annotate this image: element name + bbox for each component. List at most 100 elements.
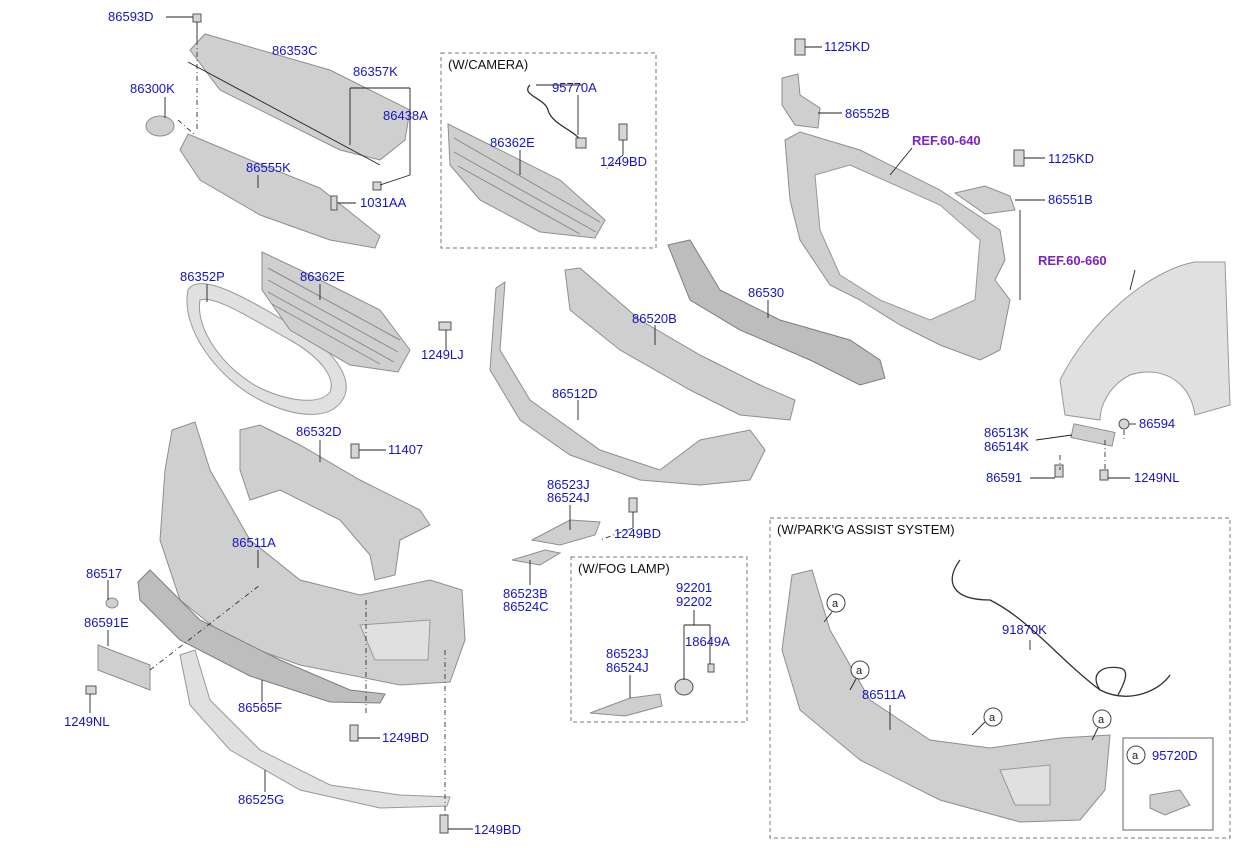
fog-lamp-part <box>674 678 694 696</box>
part-label-1249BD-lower[interactable]: 1249BD <box>382 730 429 745</box>
front-fender-part <box>1059 261 1231 421</box>
part-label-86525G[interactable]: 86525G <box>238 792 284 807</box>
part-label-86523J-a[interactable]: 86523J <box>547 477 590 492</box>
part-label-86512D[interactable]: 86512D <box>552 386 598 401</box>
part-label-1125KD-top[interactable]: 1125KD <box>824 39 870 54</box>
part-label-86593D[interactable]: 86593D <box>108 9 154 24</box>
part-label-86551B[interactable]: 86551B <box>1048 192 1093 207</box>
part-label-92202[interactable]: 92202 <box>676 594 712 609</box>
part-label-1125KD-mid[interactable]: 1125KD <box>1048 151 1094 166</box>
part-label-1031AA[interactable]: 1031AA <box>360 195 407 210</box>
part-label-95770A[interactable]: 95770A <box>552 80 597 95</box>
marker-a-2 <box>850 660 870 680</box>
part-label-1249BD-bottom[interactable]: 1249BD <box>474 822 521 837</box>
marker-a-3 <box>983 707 1003 727</box>
marker-a-4 <box>1092 709 1112 729</box>
assembly-lines <box>177 40 1125 815</box>
part-label-1249NL-right[interactable]: 1249NL <box>1134 470 1180 485</box>
part-label-86362E-camera[interactable]: 86362E <box>490 135 535 150</box>
fog-lamp-caption: (W/FOG LAMP) <box>578 561 670 576</box>
lower-lip-part <box>137 569 386 704</box>
part-label-86513K[interactable]: 86513K <box>984 425 1029 440</box>
part-label-92201[interactable]: 92201 <box>676 580 712 595</box>
park-assist-wiring <box>951 559 1171 697</box>
part-label-86357K[interactable]: 86357K <box>353 64 398 79</box>
park-sensor-part <box>1149 789 1191 816</box>
part-label-1249NL-left[interactable]: 1249NL <box>64 714 110 729</box>
part-label-86530[interactable]: 86530 <box>748 285 784 300</box>
grille-strip-part <box>179 133 381 249</box>
part-label-86523B[interactable]: 86523B <box>503 586 548 601</box>
emblem-part <box>145 115 175 137</box>
camera-box <box>440 52 657 249</box>
license-bracket-part <box>97 644 151 691</box>
part-label-86362E-main[interactable]: 86362E <box>300 269 345 284</box>
part-label-1249LJ[interactable]: 1249LJ <box>421 347 464 362</box>
part-label-86591E[interactable]: 86591E <box>84 615 129 630</box>
part-label-86511A-park[interactable]: 86511A <box>862 687 906 702</box>
marker-a-3-text: a <box>989 712 996 724</box>
park-assist-bumper-part <box>781 569 1111 823</box>
part-label-86565F[interactable]: 86565F <box>238 700 282 715</box>
part-label-86523J-b[interactable]: 86523J <box>606 646 649 661</box>
leader-lines <box>89 16 1136 830</box>
part-label-86511A-main[interactable]: 86511A <box>232 535 276 550</box>
part-label-86591[interactable]: 86591 <box>986 470 1022 485</box>
marker-a-1-text: a <box>832 598 839 610</box>
part-label-86552B[interactable]: 86552B <box>845 106 890 121</box>
tow-cap-part <box>105 597 119 609</box>
bumper-beam-part <box>667 239 886 386</box>
marker-a-4-text: a <box>1098 714 1105 726</box>
part-label-1249BD-mid[interactable]: 1249BD <box>614 526 661 541</box>
sensor-position-markers: a a a a a <box>823 593 1146 765</box>
bolt-icons <box>85 13 1109 834</box>
clip-86594 <box>1118 418 1130 430</box>
part-label-18649A[interactable]: 18649A <box>685 634 730 649</box>
carrier-bracket-upper-part <box>781 73 821 129</box>
part-label-91870K[interactable]: 91870K <box>1002 622 1047 637</box>
side-cover-lower-part <box>511 549 562 566</box>
part-label-86524J-a[interactable]: 86524J <box>547 490 590 505</box>
part-label-86353C[interactable]: 86353C <box>272 43 318 58</box>
marker-a-1 <box>826 593 846 613</box>
side-cover-upper-part <box>530 519 601 546</box>
sensor-box <box>1122 737 1214 831</box>
part-label-11407[interactable]: 11407 <box>388 442 423 457</box>
part-label-86594[interactable]: 86594 <box>1139 416 1175 431</box>
ref-60-660-label[interactable]: REF.60-660 <box>1038 253 1107 268</box>
upper-cover-part <box>189 33 411 161</box>
part-label-86517[interactable]: 86517 <box>86 566 122 581</box>
marker-a-legend-text: a <box>1132 750 1139 762</box>
part-label-86532D[interactable]: 86532D <box>296 424 342 439</box>
part-label-86520B[interactable]: 86520B <box>632 311 677 326</box>
part-label-86555K[interactable]: 86555K <box>246 160 291 175</box>
park-assist-caption: (W/PARK'G ASSIST SYSTEM) <box>777 522 955 537</box>
part-label-86352P[interactable]: 86352P <box>180 269 225 284</box>
radiator-grille-part <box>261 251 411 373</box>
carrier-bracket-side-part <box>953 185 1016 215</box>
lower-grille-part <box>489 281 766 486</box>
part-label-86524J-b[interactable]: 86524J <box>606 660 649 675</box>
part-label-86524C[interactable]: 86524C <box>503 599 549 614</box>
marker-a-2-text: a <box>856 665 863 677</box>
fog-lamp-box <box>570 556 748 723</box>
camera-caption: (W/CAMERA) <box>448 57 528 72</box>
marker-a-legend <box>1126 745 1146 765</box>
front-bumper-part <box>159 421 466 686</box>
part-label-95720D[interactable]: 95720D <box>1152 748 1198 763</box>
part-label-86438A[interactable]: 86438A <box>383 108 428 123</box>
camera-grille-part <box>447 123 606 239</box>
skid-plate-part <box>179 649 451 809</box>
part-label-86300K[interactable]: 86300K <box>130 81 175 96</box>
energy-absorber-part <box>564 267 796 421</box>
park-assist-box <box>769 517 1231 839</box>
camera-unit <box>575 137 587 149</box>
fog-bulb-part <box>707 663 715 673</box>
part-label-1249BD-camera[interactable]: 1249BD <box>600 154 647 169</box>
ref-60-640-label[interactable]: REF.60-640 <box>912 133 981 148</box>
camera-wire <box>527 84 583 143</box>
side-bracket-part <box>1070 423 1116 447</box>
part-label-86514K[interactable]: 86514K <box>984 439 1029 454</box>
